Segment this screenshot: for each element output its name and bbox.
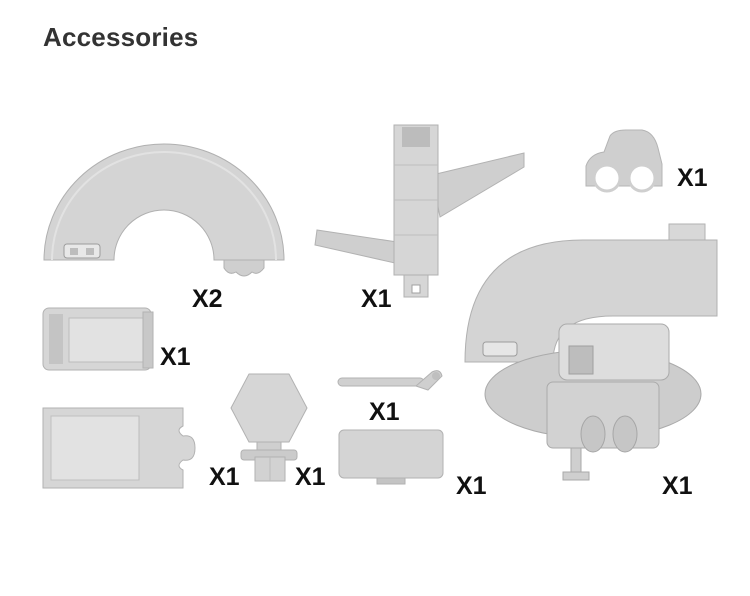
tower-with-arms-quantity: X1 (361, 285, 392, 313)
cover-plate-part (337, 428, 445, 488)
tower-with-arms-part (312, 124, 527, 305)
page-title: Accessories (43, 22, 199, 52)
stand-base-quantity: X1 (295, 463, 326, 491)
mini-car-quantity: X1 (677, 164, 708, 192)
half-ring-track-part (43, 143, 285, 284)
stand-base-part (253, 455, 289, 485)
half-ring-track-quantity: X2 (192, 285, 223, 313)
launcher-machine-quantity: X1 (662, 472, 693, 500)
tray-bracket-quantity: X1 (160, 343, 191, 371)
tray-bracket-part (42, 307, 155, 374)
mini-car-part (582, 128, 664, 194)
cover-plate-quantity: X1 (456, 472, 487, 500)
puzzle-plate-part (42, 407, 203, 490)
lever-arm-part (336, 366, 446, 396)
launcher-machine-part (463, 222, 723, 492)
lever-arm-quantity: X1 (369, 398, 400, 426)
hexagon-stand-quantity: X1 (209, 463, 240, 491)
